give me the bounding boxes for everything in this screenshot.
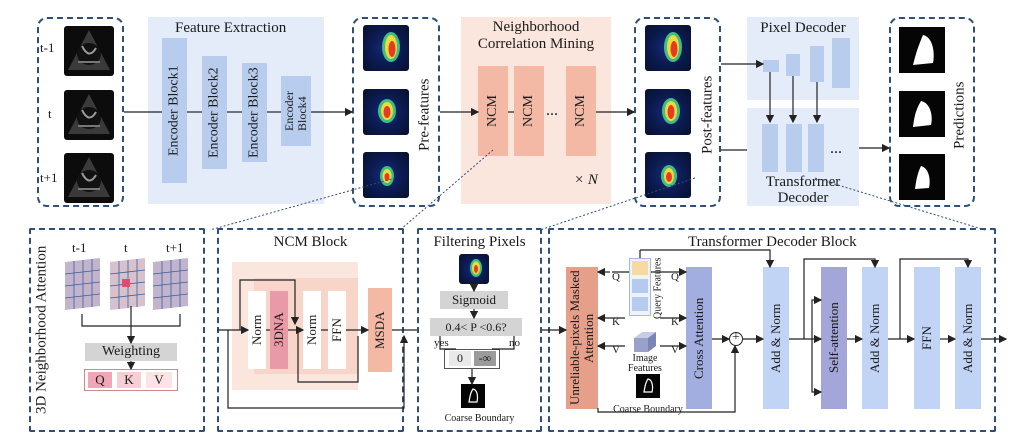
prediction-mask-3: [899, 154, 945, 200]
encoder-block-1: [162, 38, 187, 183]
pixel-decoder-feature-3: [810, 46, 824, 82]
yes-label: yes: [434, 337, 449, 349]
3dna-module: [270, 291, 288, 369]
tdb-coarse-boundary-image: [636, 374, 660, 398]
attn3d-box: [29, 228, 205, 432]
attn3d-frame-label-t: t: [124, 240, 128, 255]
image-features-cube: [632, 330, 658, 354]
frame-label-t: t: [48, 106, 52, 121]
ncm-section-title-line1: Neighborhood: [492, 19, 580, 35]
ultrasound-frame-t-1: [64, 26, 114, 76]
value-tile: V: [146, 372, 172, 388]
mask-value-neg-inf: -∞: [474, 351, 496, 366]
query-feature-1: [632, 261, 648, 275]
tdb-coarse-boundary-label: Coarse Boundary: [613, 404, 683, 415]
ncm-block-title: NCM Block: [273, 234, 348, 250]
post-feature-map-2: [645, 89, 691, 135]
self-attention-module: [821, 267, 847, 409]
input-frames-box: [37, 17, 124, 207]
coarse-boundary-label: Coarse Boundary: [444, 413, 515, 424]
ultrasound-frame-t: [64, 90, 114, 140]
frame-label-t+1: t+1: [40, 170, 58, 185]
query-feature-2: [632, 279, 648, 293]
encoder-block-3: [242, 63, 267, 162]
probability-condition: 0.4< P <0.6?: [430, 318, 522, 336]
add-norm-1: [763, 267, 789, 409]
coarse-boundary-image: [461, 384, 485, 408]
post-feature-map-3: [645, 152, 691, 198]
pixel-decoder-feature-4: [832, 38, 850, 88]
pre-feature-map-1: [363, 25, 409, 71]
ncm-repeat-label: × N: [574, 172, 598, 188]
cross-k-label: K: [671, 316, 679, 328]
masked-k-label: K: [612, 316, 620, 328]
ncm-module-1: [478, 66, 508, 156]
attn3d-frame-label-t+1: t+1: [166, 240, 184, 255]
transformer-layer-3: [808, 124, 824, 172]
pixel-decoder-feature-2: [786, 54, 800, 76]
ncm-ellipsis: ...: [546, 102, 558, 119]
attn3d-grids: [64, 258, 189, 310]
transformer-decoder-title-line1: Transformer: [765, 174, 841, 190]
add-circle-plus: +: [732, 330, 740, 345]
cross-attention-module: [686, 267, 712, 409]
pre-feature-map-2: [363, 89, 409, 135]
mask-value-zero: 0: [449, 351, 471, 366]
norm-1: [248, 291, 266, 369]
add-norm-3: [955, 267, 981, 409]
image-features-label-line2: Features: [628, 363, 662, 374]
msda-module: [368, 288, 392, 372]
predictions-box: [889, 17, 975, 207]
post-feature-map-1: [645, 25, 691, 71]
transformer-decoder-title-line2: Decoder: [777, 190, 829, 206]
filtering-pixels-box: [417, 228, 542, 432]
attn3d-frame-label-t-1: t-1: [72, 240, 87, 255]
transformer-layer-2: [786, 124, 802, 172]
transformer-ellipsis: ...: [830, 140, 842, 157]
masked-attention-module: [566, 267, 598, 409]
cross-v-label: V: [671, 344, 679, 356]
encoder-block-4: [281, 76, 311, 146]
cross-q-label: Q: [671, 271, 679, 283]
masked-q-label: Q: [612, 271, 620, 283]
frame-label-t-1: t-1: [40, 40, 55, 55]
prediction-mask-1: [899, 27, 945, 73]
key-tile: K: [117, 372, 141, 388]
ncm-module-n: [566, 66, 596, 156]
ncm-module-2: [514, 66, 544, 156]
ffn-module: [328, 291, 346, 369]
image-features-label-line1: Image: [632, 353, 658, 364]
transformer-layer-1: [762, 124, 778, 172]
ultrasound-frame-t+1: [64, 153, 114, 203]
norm-2: [303, 291, 321, 369]
mask-value-container: [444, 349, 500, 369]
filtering-feature-map: [459, 254, 489, 284]
masked-v-label: V: [612, 344, 620, 356]
add-norm-2: [862, 267, 888, 409]
prediction-mask-2: [899, 91, 945, 137]
filtering-pixels-title: Filtering Pixels: [433, 234, 526, 250]
transformer-decoder-block-title: Transformer Decoder Block: [688, 234, 857, 250]
weighting-box: Weighting: [85, 343, 177, 361]
query-feature-3: [632, 297, 648, 311]
pixel-decoder-title: Pixel Decoder: [760, 20, 846, 36]
ncm-section-title-line2: Correlation Mining: [477, 36, 595, 52]
query-tile: Q: [88, 372, 112, 388]
sigmoid-box: Sigmoid: [440, 291, 508, 309]
ffn-block: [914, 267, 940, 409]
encoder-block-2: [202, 56, 227, 169]
pixel-decoder-feature-1: [763, 60, 779, 72]
feature-extraction-title: Feature Extraction: [175, 20, 287, 36]
